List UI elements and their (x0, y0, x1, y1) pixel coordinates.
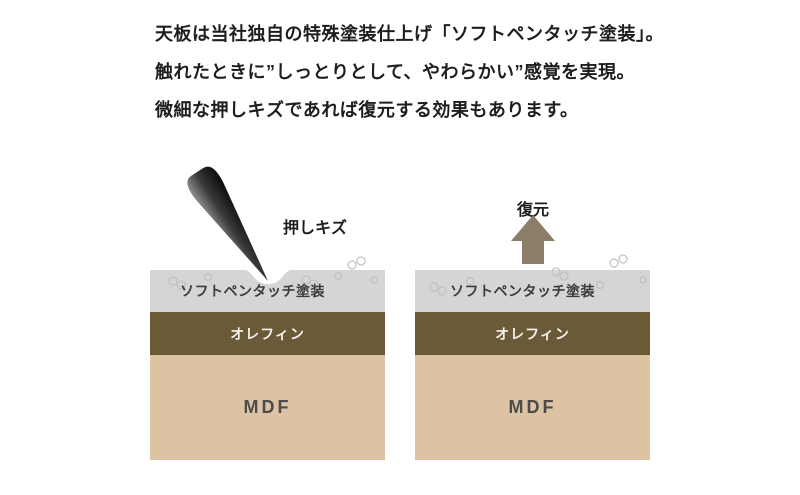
intro-line-1: 天板は当社独自の特殊塗装仕上げ「ソフトペンタッチ塗装」。 (155, 24, 664, 44)
left-olefin-layer: オレフィン (150, 312, 385, 355)
restore-annotation: 復元 (516, 202, 549, 219)
left-coating-bubbles (168, 256, 378, 290)
intro-line-2: 触れたときに”しっとりとして、やわらかい”感覚を実現。 (155, 62, 636, 82)
right-coating-bubbles (429, 254, 647, 296)
right-coating-label: ソフトペンタッチ塗装 (450, 283, 595, 299)
right-mdf-layer: MDF (415, 355, 650, 460)
pen-icon (187, 166, 268, 281)
intro-line-3: 微細な押しキズであれば復元する効果もあります。 (155, 100, 579, 120)
left-olefin-label: オレフィン (230, 325, 305, 342)
scratch-annotation: 押しキズ (283, 220, 348, 237)
right-olefin-label: オレフィン (495, 325, 570, 342)
left-mdf-label: MDF (243, 397, 292, 417)
right-mdf-label: MDF (508, 397, 557, 417)
right-olefin-layer: オレフィン (415, 312, 650, 355)
right-coating-layer (415, 270, 650, 312)
left-coating-label: ソフトペンタッチ塗装 (180, 283, 325, 299)
intro-text: 天板は当社独自の特殊塗装仕上げ「ソフトペンタッチ塗装」。 触れたときに”しっとり… (155, 24, 664, 138)
left-mdf-layer: MDF (150, 355, 385, 460)
restore-arrow-icon (511, 215, 555, 264)
